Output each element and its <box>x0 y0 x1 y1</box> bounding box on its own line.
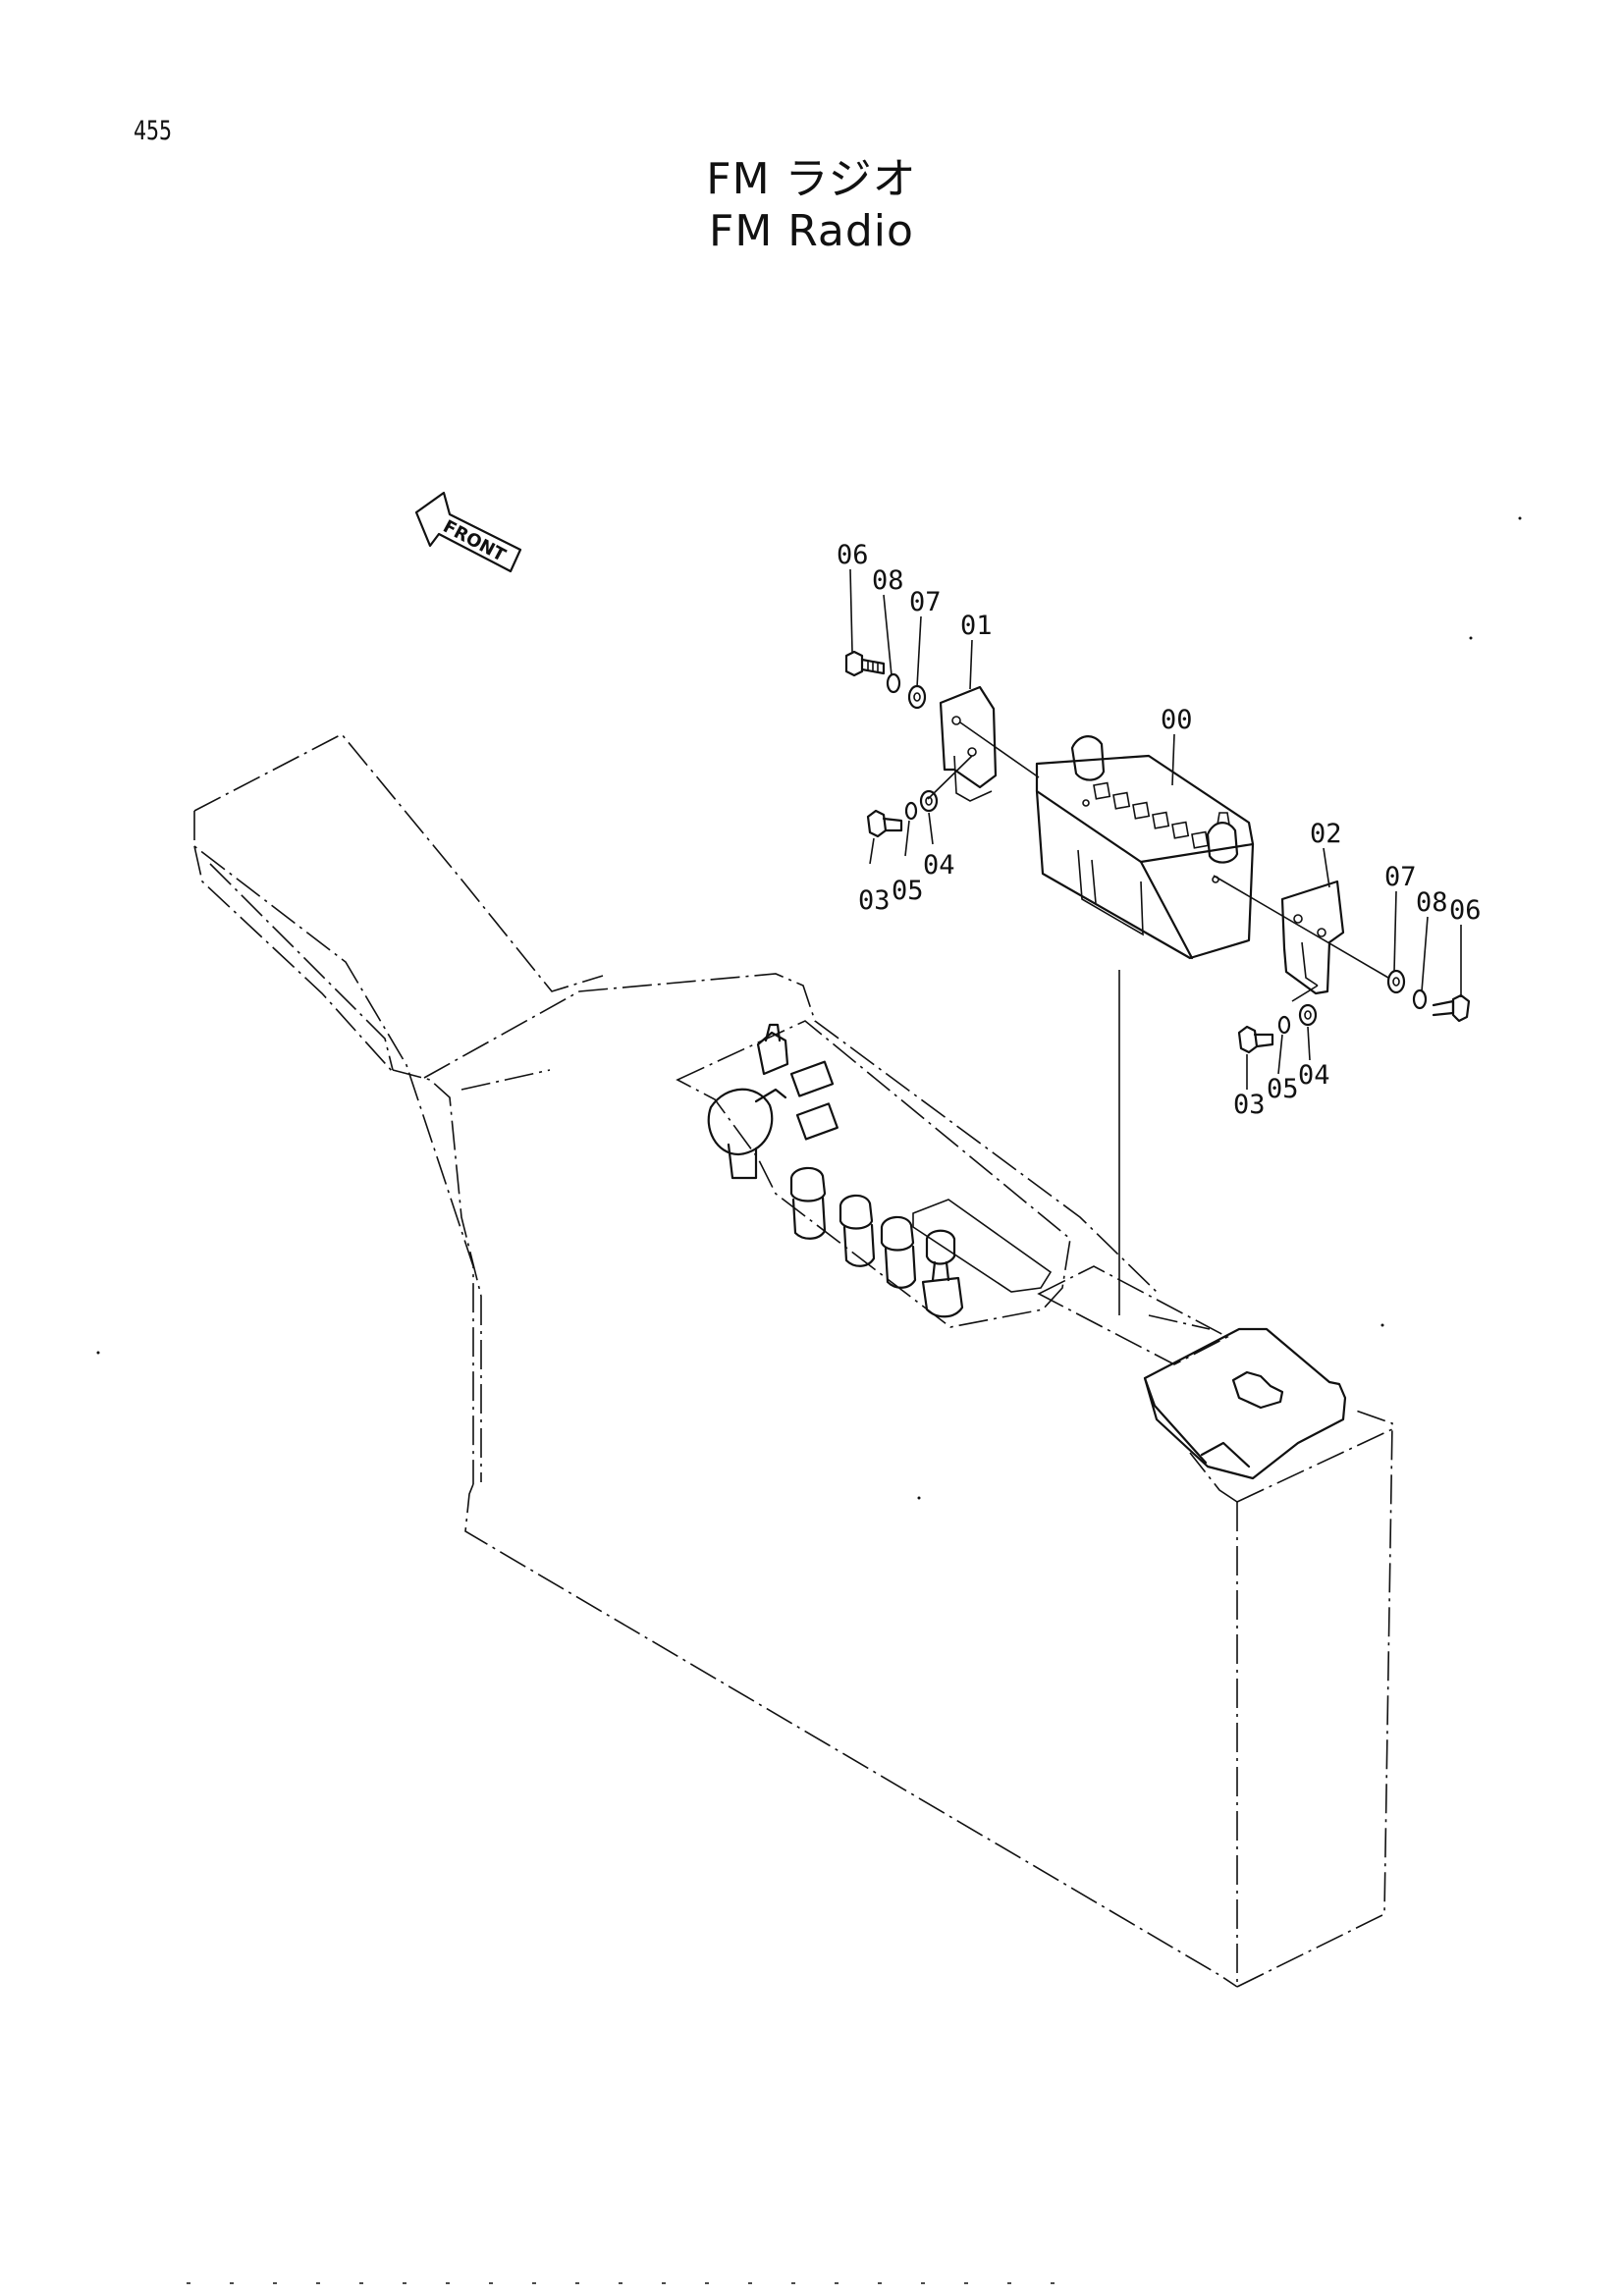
scan-marks <box>96 516 1522 2284</box>
part-label-03: 03 <box>1233 1090 1266 1120</box>
bracket-01 <box>927 685 1040 802</box>
front-label: FRONT <box>440 516 510 566</box>
bracket-02 <box>1213 875 1389 1002</box>
part-label-02: 02 <box>1310 819 1342 849</box>
title-japanese: FM ラジオ <box>706 154 917 204</box>
page-number: 455 <box>134 116 173 146</box>
part-label-03: 03 <box>858 885 891 916</box>
part-label-05: 05 <box>892 876 924 906</box>
part-label-04: 04 <box>923 850 955 881</box>
radio-recess <box>1037 1265 1347 1480</box>
title-english: FM Radio <box>709 206 914 256</box>
part-label-08: 08 <box>1416 887 1448 918</box>
part-label-06: 06 <box>1449 895 1482 926</box>
front-arrow-icon: FRONT <box>414 491 522 573</box>
console-body <box>193 732 1393 1988</box>
part-label-06: 06 <box>837 540 869 570</box>
part-label-01: 01 <box>960 611 993 641</box>
control-panel <box>676 1020 1071 1328</box>
part-label-05: 05 <box>1267 1074 1299 1104</box>
part-label-08: 08 <box>872 565 904 596</box>
radio-unit <box>1035 735 1255 1315</box>
part-labels: 06 08 07 01 00 02 07 08 06 03 05 04 03 0… <box>837 540 1482 1120</box>
part-label-00: 00 <box>1161 705 1193 735</box>
part-label-07: 07 <box>909 587 942 617</box>
part-label-04: 04 <box>1298 1060 1330 1091</box>
part-label-07: 07 <box>1384 862 1417 892</box>
leader-lines <box>849 568 1462 1090</box>
